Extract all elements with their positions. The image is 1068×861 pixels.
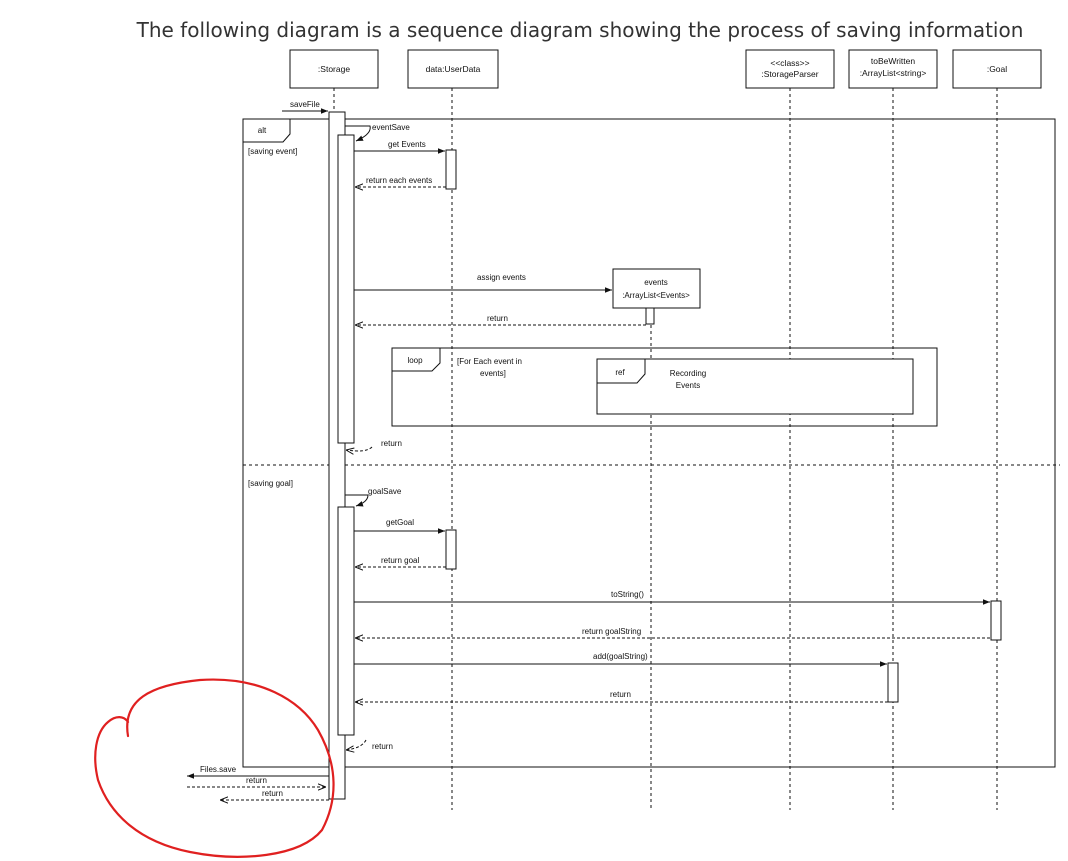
events-object-type: :ArrayList<Events> xyxy=(622,291,690,300)
message-return-add: return xyxy=(355,690,888,702)
message-assign-events: assign events xyxy=(354,273,612,293)
participant-parser-stereotype: <<class>> xyxy=(770,58,809,68)
label-return-each-events: return each events xyxy=(366,176,432,185)
activation-storage-event-save xyxy=(337,134,355,444)
activation-userdata-get-events xyxy=(445,149,457,190)
message-get-events: get Events xyxy=(354,140,445,154)
alt-fragment: alt [saving event] [saving goal] xyxy=(242,118,1060,768)
message-event-save: eventSave xyxy=(345,123,410,142)
message-return-each-events: return each events xyxy=(355,176,446,187)
participant-goal: :Goal xyxy=(952,49,1042,89)
message-return-files-1: return xyxy=(187,776,326,787)
participant-storage-parser: <<class>> :StorageParser xyxy=(745,49,835,89)
label-return-add: return xyxy=(610,690,631,699)
alt-label: alt xyxy=(258,126,267,135)
ref-label: ref xyxy=(615,368,625,377)
message-return-goal-save: return xyxy=(346,739,393,751)
label-return-files-1: return xyxy=(246,776,267,785)
events-object: events :ArrayList<Events> xyxy=(612,268,701,309)
label-get-events: get Events xyxy=(388,140,426,149)
label-save-file: saveFile xyxy=(290,100,320,109)
message-add-goal-string: add(goalString) xyxy=(354,652,887,667)
participant-tobewritten: toBeWritten :ArrayList<string> xyxy=(848,49,938,89)
ref-fragment: ref Recording Events xyxy=(596,358,914,415)
label-return-events: return xyxy=(487,314,508,323)
guard-saving-event: [saving event] xyxy=(248,147,297,156)
message-get-goal: getGoal xyxy=(354,518,445,534)
participant-userdata: data:UserData xyxy=(407,49,499,89)
participant-storage: :Storage xyxy=(289,49,379,89)
label-add-goal-string: add(goalString) xyxy=(593,652,648,661)
message-goal-save: goalSave xyxy=(345,487,402,507)
message-files-save: Files.save xyxy=(187,765,329,779)
lifelines xyxy=(333,88,998,810)
label-assign-events: assign events xyxy=(477,273,526,282)
label-event-save: eventSave xyxy=(372,123,410,132)
message-to-string: toString() xyxy=(354,590,990,605)
activation-goal-tostring xyxy=(990,600,1002,641)
message-return-goal-string: return goalString xyxy=(355,627,990,638)
label-return-files-2: return xyxy=(262,789,283,798)
activations xyxy=(328,111,1002,800)
events-object-name: events xyxy=(644,278,668,287)
activation-userdata-get-goal xyxy=(445,529,457,570)
ref-text-line2: Events xyxy=(676,381,700,390)
activation-tobewritten-add xyxy=(887,662,899,703)
diagram-title: The following diagram is a sequence diag… xyxy=(136,18,1024,42)
participant-userdata-label: data:UserData xyxy=(426,64,481,74)
label-goal-save: goalSave xyxy=(368,487,402,496)
participant-tobewritten-label: toBeWritten xyxy=(871,56,916,66)
participant-goal-label: :Goal xyxy=(987,64,1007,74)
guard-saving-goal: [saving goal] xyxy=(248,479,293,488)
message-return-events: return xyxy=(355,314,646,325)
label-get-goal: getGoal xyxy=(386,518,414,527)
label-return-goal-save: return xyxy=(372,742,393,751)
participant-tobewritten-type: :ArrayList<string> xyxy=(860,68,927,78)
activation-events-object xyxy=(645,307,655,325)
label-return-goal: return goal xyxy=(381,556,419,565)
loop-guard-line2: events] xyxy=(480,369,506,378)
red-annotation-circle xyxy=(94,678,335,858)
loop-label: loop xyxy=(407,356,423,365)
message-return-goal: return goal xyxy=(355,556,446,567)
message-return-files-2: return xyxy=(220,789,329,800)
participant-storage-label: :Storage xyxy=(318,64,350,74)
label-return-event-save: return xyxy=(381,439,402,448)
label-to-string: toString() xyxy=(611,590,644,599)
activation-storage-goal-save xyxy=(337,506,355,736)
message-return-event-save: return xyxy=(346,439,402,451)
ref-text-line1: Recording xyxy=(670,369,706,378)
loop-guard-line1: [For Each event in xyxy=(457,357,522,366)
participant-parser-label: :StorageParser xyxy=(761,69,818,79)
label-files-save: Files.save xyxy=(200,765,237,774)
message-save-file: saveFile xyxy=(282,100,328,114)
label-return-goal-string: return goalString xyxy=(582,627,641,636)
loop-fragment: loop [For Each event in events] xyxy=(391,347,938,427)
